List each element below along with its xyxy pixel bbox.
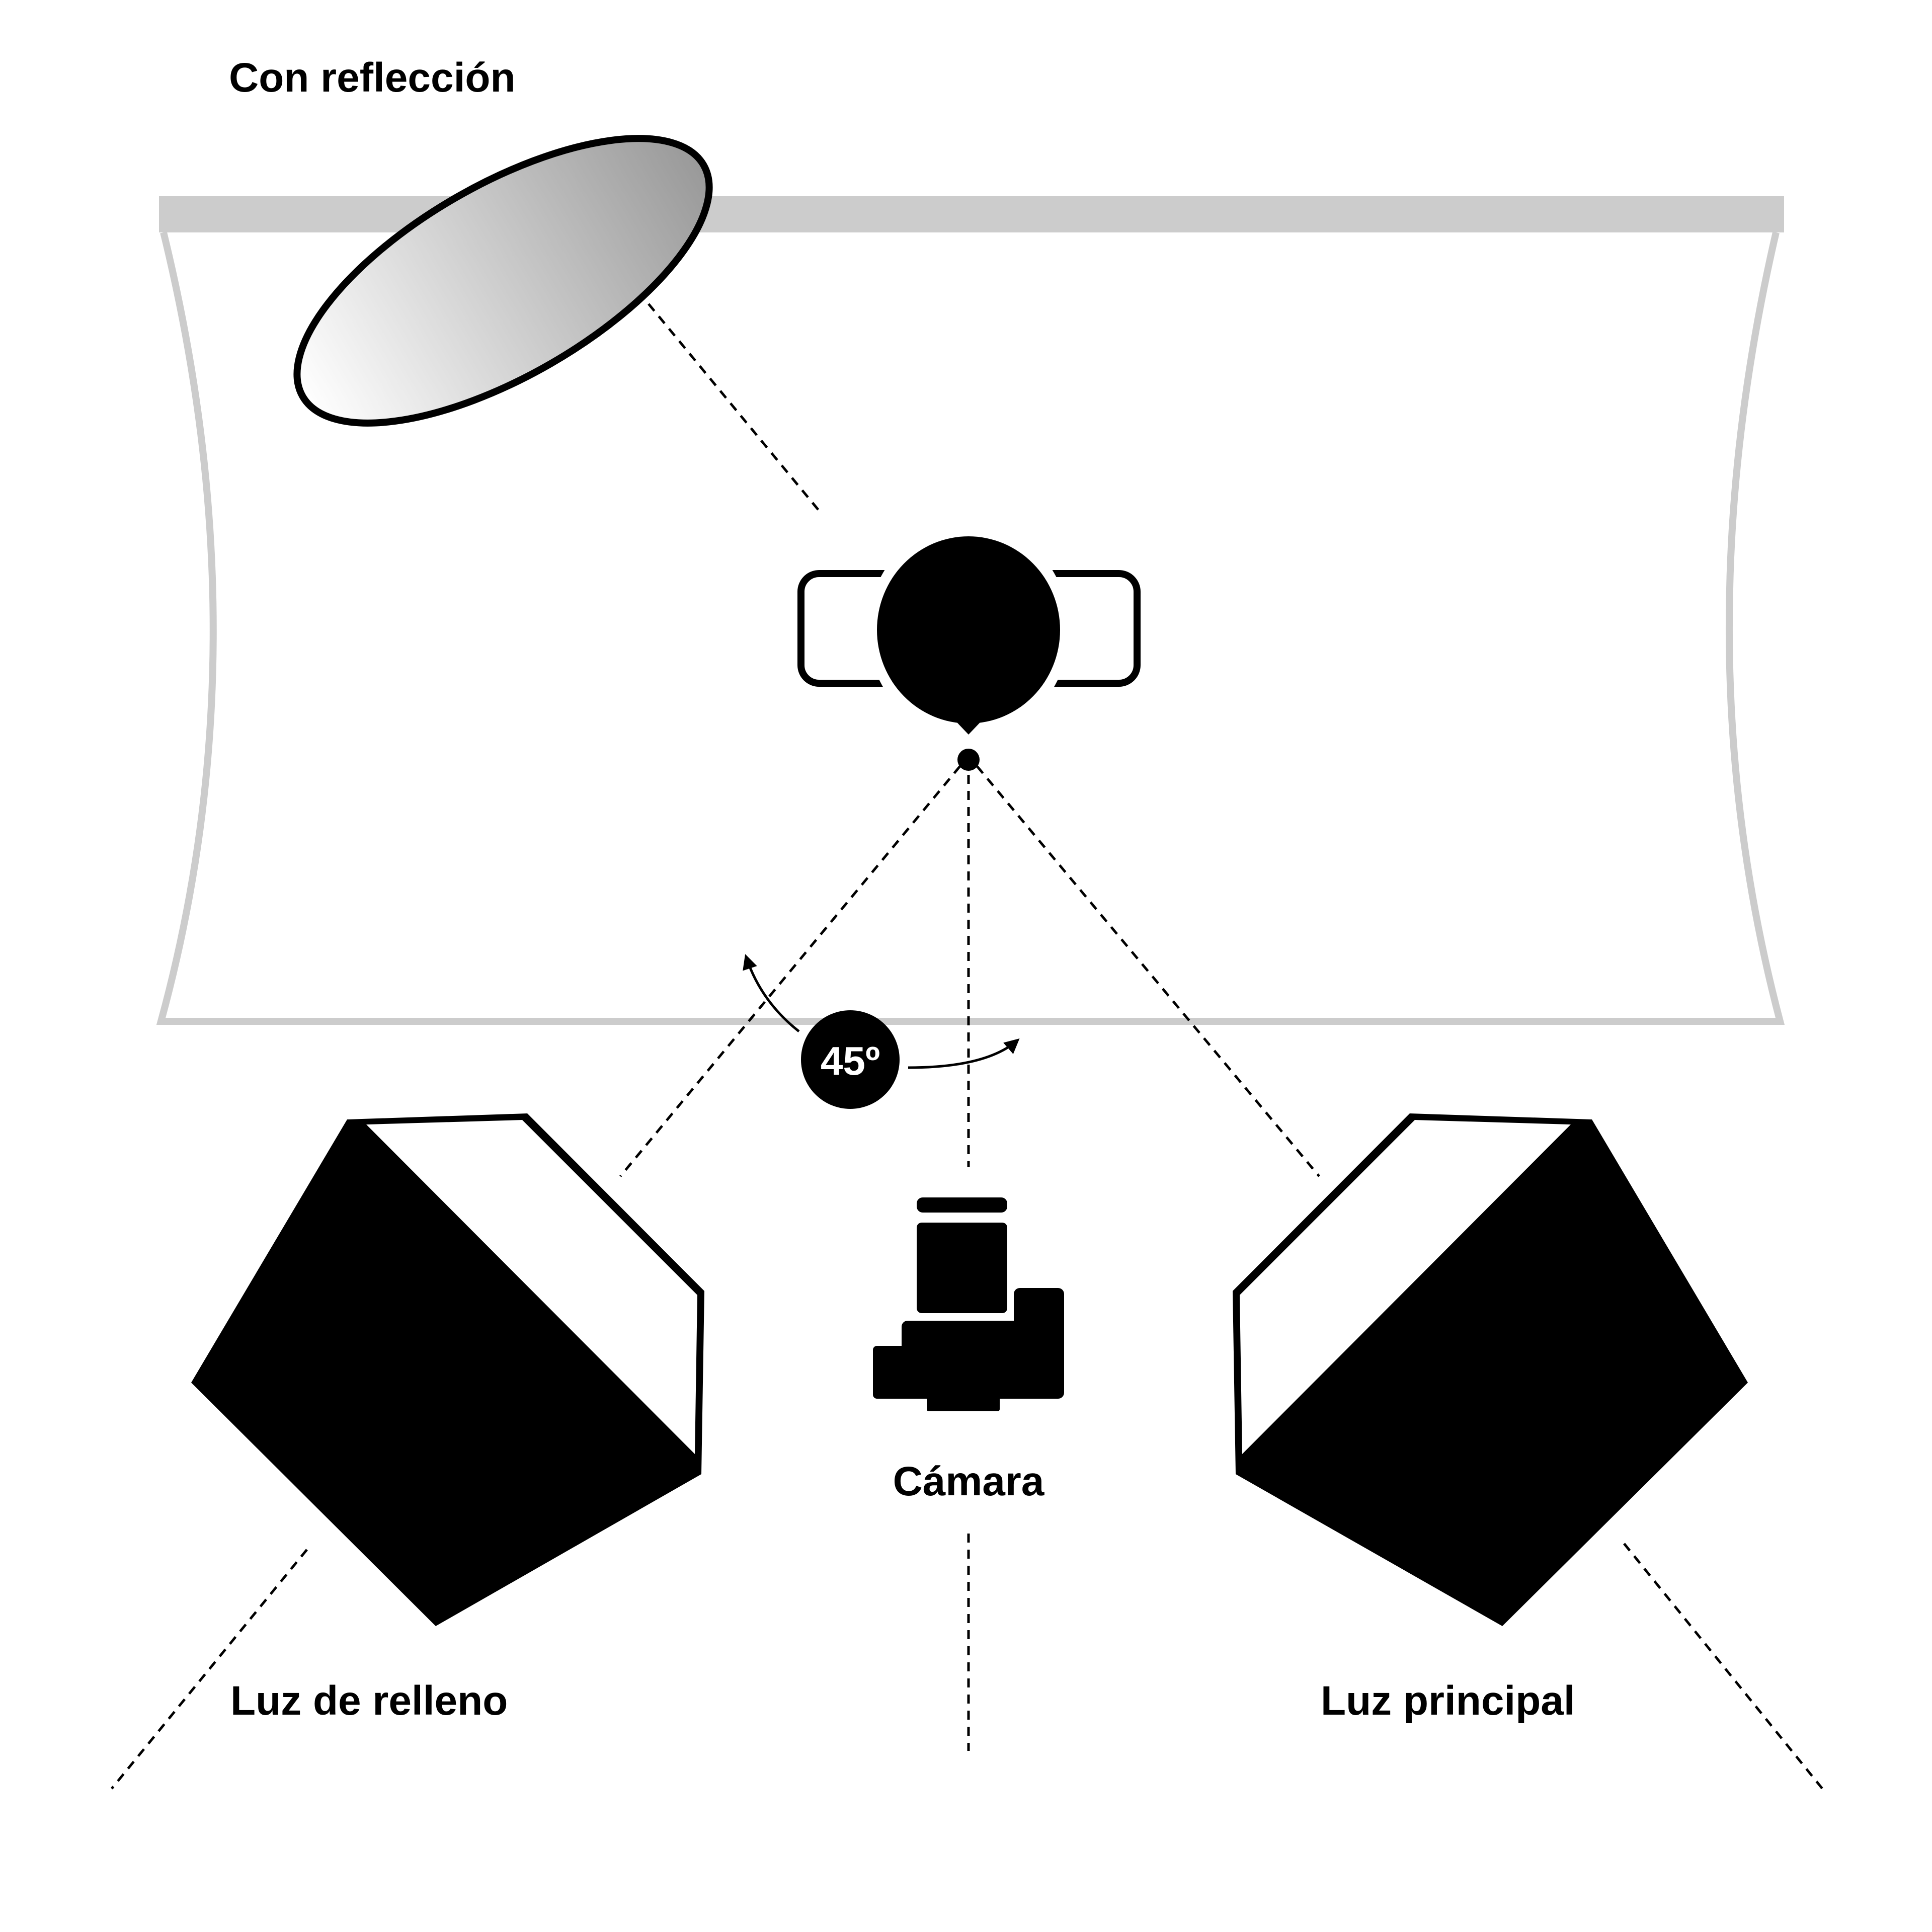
subject-point (957, 749, 980, 771)
angle-label: 45º (821, 1038, 880, 1083)
camera-body (902, 1321, 1063, 1399)
fill-light-axis-line (619, 765, 961, 1177)
key-light-label: Luz principal (1321, 1678, 1575, 1724)
angle-badge (801, 1010, 900, 1109)
fill-light-label: Luz de relleno (230, 1678, 508, 1724)
fill-light-rear-line (111, 1549, 308, 1790)
key-light-rear-line (1623, 1543, 1823, 1790)
guide-lines (111, 266, 1823, 1790)
rotation-arrow-icon: 45º (743, 954, 1020, 1109)
nose (948, 713, 989, 735)
camera-lens (873, 1346, 913, 1399)
camera-base (927, 1396, 1000, 1411)
backdrop-bar (159, 196, 1784, 232)
diagram-title: Con reflección (229, 55, 516, 101)
softbox-icon (191, 1113, 704, 1626)
angle-arrow-left (743, 954, 800, 1032)
camera-top-bar (917, 1197, 1007, 1213)
angle-arrow-right (908, 1038, 1020, 1069)
camera-viewfinder (917, 1223, 1007, 1313)
reflector-axis-line (617, 266, 822, 514)
key-light-axis-line (976, 765, 1320, 1177)
person-top-view-icon (797, 522, 1141, 771)
key-light-diffuser (1240, 1120, 1571, 1454)
camera-icon (873, 1197, 1064, 1411)
backdrop-paper (156, 231, 1785, 1025)
softbox-icon (1233, 1113, 1748, 1626)
reflector-icon (293, 135, 713, 427)
head (877, 536, 1060, 723)
fill-light-diffuser (366, 1120, 697, 1454)
camera-label: Cámara (893, 1459, 1045, 1504)
